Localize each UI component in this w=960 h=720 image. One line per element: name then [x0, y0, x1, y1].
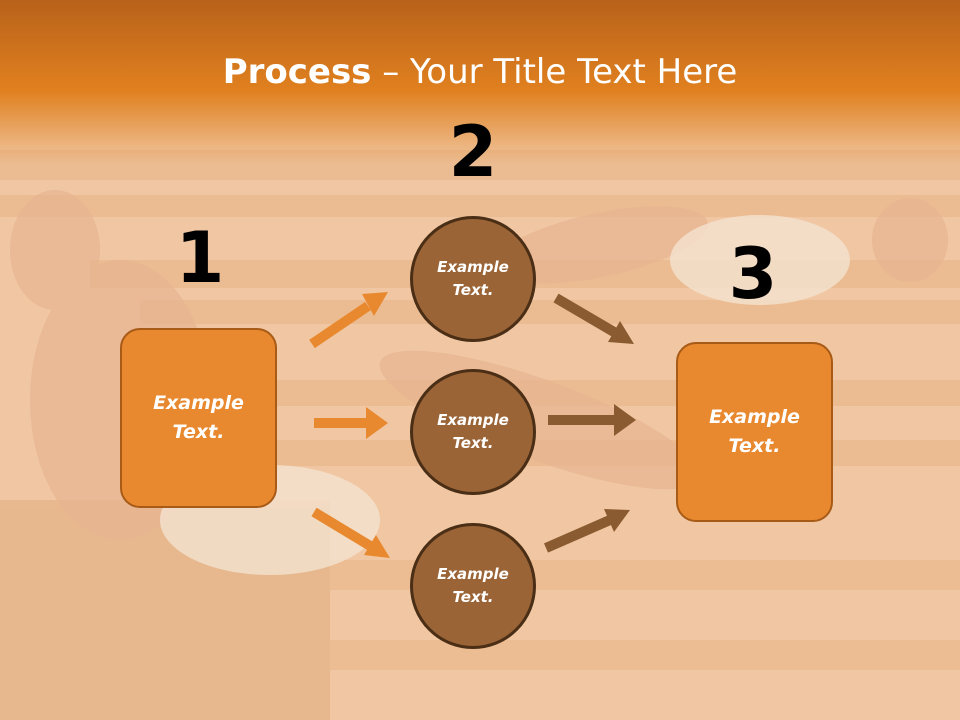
circle-bottom: Example Text.: [410, 523, 536, 649]
circle-top: Example Text.: [410, 216, 536, 342]
arrow-middle-to-right: [548, 404, 636, 436]
step-number-2: 2: [448, 111, 498, 193]
title-bold: Process: [222, 52, 372, 92]
arrow-left-to-top: [309, 292, 388, 349]
circle-middle: Example Text.: [410, 369, 536, 495]
arrow-left-to-middle: [314, 407, 388, 439]
arrow-top-to-right: [553, 293, 634, 344]
step-number-3: 3: [728, 233, 778, 315]
right-text-box: Example Text.: [676, 342, 833, 522]
arrow-bottom-to-right: [543, 509, 630, 553]
arrow-left-to-bottom: [311, 507, 390, 558]
left-text-box: Example Text.: [120, 328, 277, 508]
slide-title: Process – Your Title Text Here: [0, 52, 960, 92]
step-number-1: 1: [175, 217, 225, 299]
title-rest: – Your Title Text Here: [371, 52, 738, 92]
